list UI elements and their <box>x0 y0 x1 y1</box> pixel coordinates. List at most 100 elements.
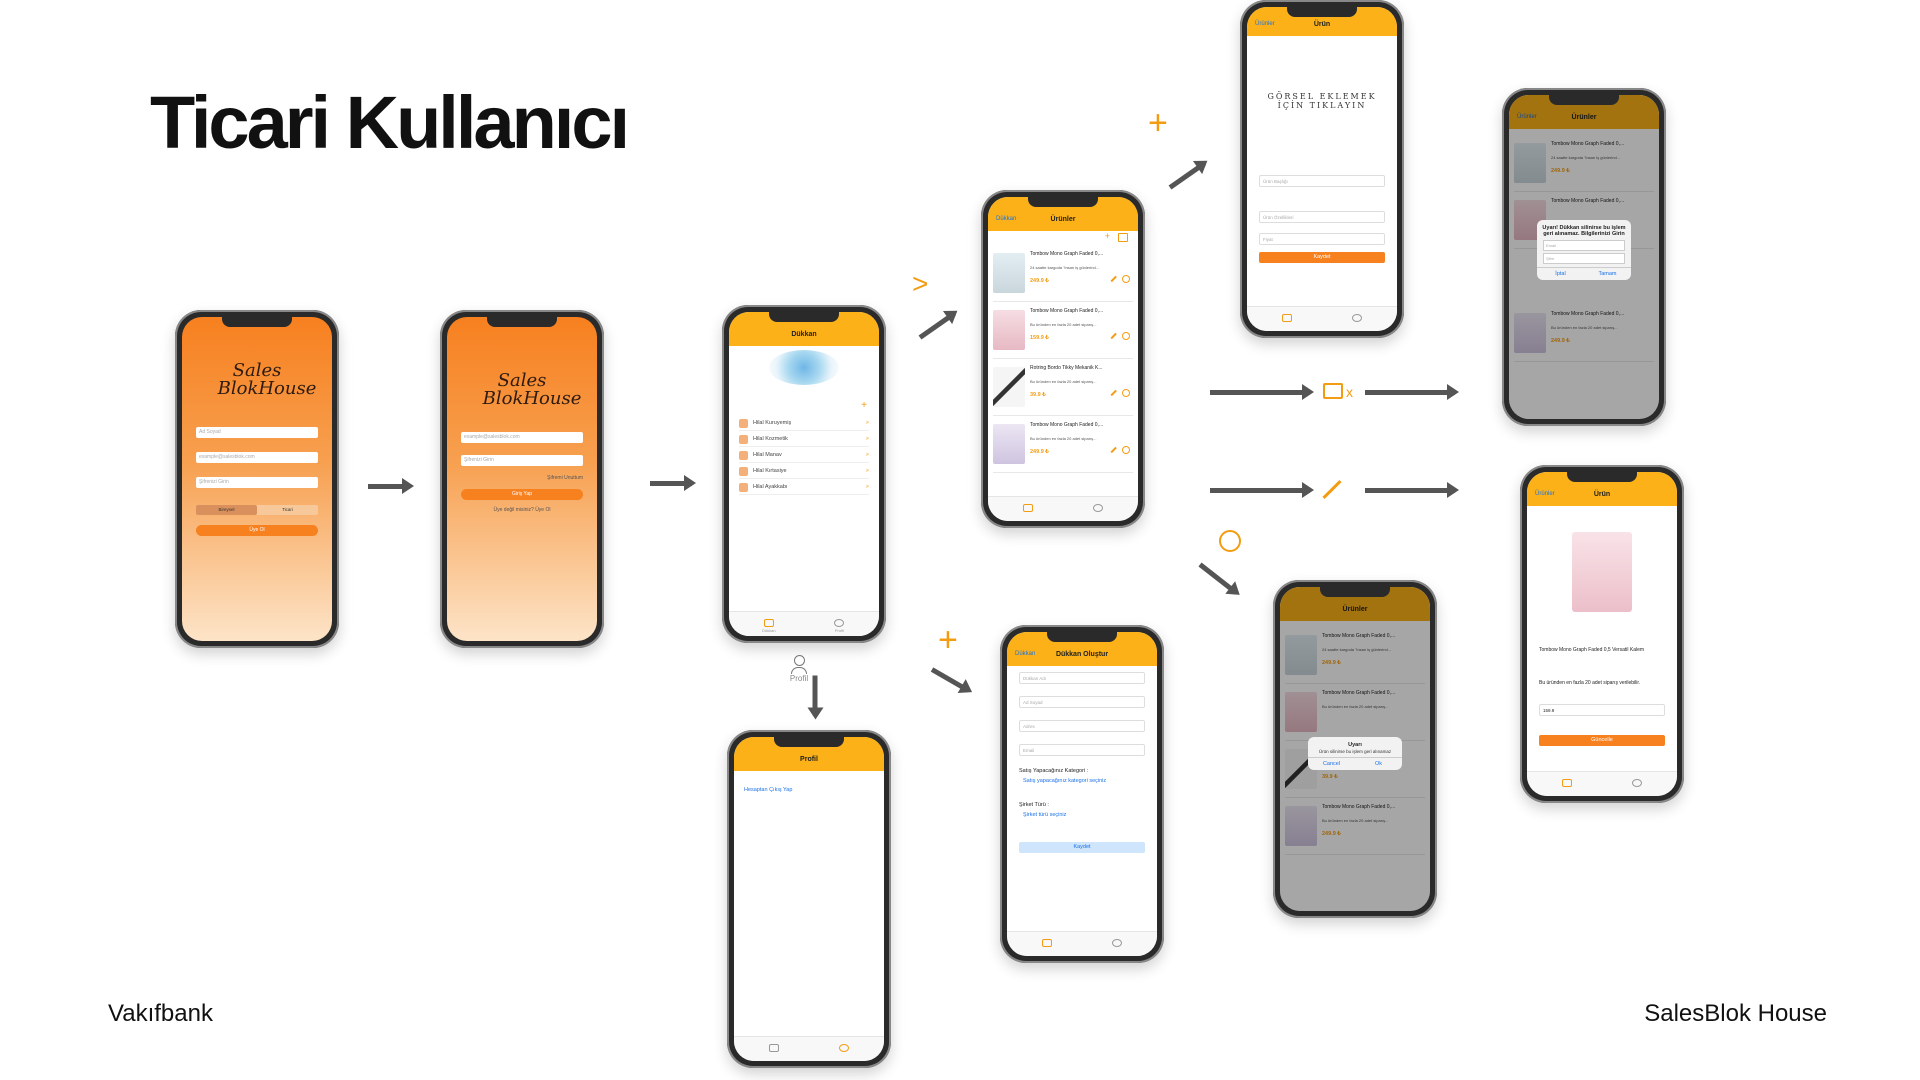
save-button[interactable]: Kaydet <box>1259 252 1385 263</box>
toggle-individual[interactable]: Bireysel <box>196 505 257 515</box>
back-button[interactable]: Dükkan <box>1015 651 1036 657</box>
home-icon[interactable] <box>1023 504 1033 512</box>
home-icon[interactable] <box>1042 939 1052 947</box>
password-field[interactable]: Şifrenizi Girin <box>196 477 318 488</box>
add-product-icon[interactable]: + <box>1104 231 1110 241</box>
edit-icon[interactable] <box>1110 275 1117 282</box>
product-title: Tombow Mono Graph Faded 0,... <box>1030 422 1104 428</box>
product-title-input[interactable]: Ürün Başlığı <box>1259 175 1385 187</box>
profile-icon[interactable] <box>1112 939 1122 947</box>
profile-icon[interactable] <box>834 619 844 627</box>
email-input[interactable]: Email <box>1543 240 1625 251</box>
ok-button[interactable]: Ok <box>1374 761 1383 767</box>
notch <box>1320 587 1390 597</box>
category-select-link[interactable]: Satış yapacağınız kategori seçiniz <box>1023 778 1107 784</box>
home-icon[interactable] <box>769 1044 779 1052</box>
trash-icon[interactable] <box>1122 389 1130 397</box>
trash-icon[interactable] <box>1122 446 1130 454</box>
chevron-right-icon: > <box>912 268 929 299</box>
close-icon: x <box>1346 384 1353 400</box>
product-desc-field[interactable]: Bu üründen en fazla 20 adet siparış veri… <box>1539 680 1641 686</box>
list-item[interactable]: Hilal Manav> <box>739 448 869 463</box>
notch <box>1028 197 1098 207</box>
home-icon[interactable] <box>1562 779 1572 787</box>
address-input[interactable]: Adres <box>1019 720 1145 732</box>
owner-name-input[interactable]: Ad Soyad <box>1019 696 1145 708</box>
arrow-up-right <box>1168 161 1206 190</box>
name-field[interactable]: Ad Soyad <box>196 427 318 438</box>
add-shop-icon[interactable]: + <box>861 400 867 411</box>
store-x-icon <box>1323 383 1343 399</box>
edit-icon[interactable] <box>1110 389 1117 396</box>
list-item[interactable]: Hilal Ayakkabı> <box>739 480 869 495</box>
cancel-button[interactable]: İptal <box>1555 271 1566 277</box>
product-desc: Bu üründen en fazla 20 adet siparış... <box>1322 818 1389 823</box>
product-title-field[interactable]: Tombow Mono Graph Faded 0,5 Versatil Kal… <box>1539 647 1645 653</box>
profile-icon[interactable] <box>839 1044 849 1052</box>
email-field[interactable]: example@salesblok.com <box>461 432 583 443</box>
profile-icon[interactable] <box>1093 504 1103 512</box>
list-item[interactable]: Tombow Mono Graph Faded 0,...Bu üründen … <box>993 416 1133 473</box>
product-features-input[interactable]: Ürün Özellikleri <box>1259 211 1385 223</box>
signup-button[interactable]: Üye Ol <box>196 525 318 536</box>
tab-bar <box>734 1036 884 1061</box>
back-button[interactable]: Dükkan <box>996 216 1017 222</box>
toggle-commercial[interactable]: Ticari <box>282 507 293 512</box>
list-item[interactable]: Hilal Kuruyemiş> <box>739 416 869 431</box>
product-image[interactable] <box>1572 532 1632 612</box>
list-item[interactable]: Tombow Mono Graph Faded 0,...24 saatte k… <box>993 245 1133 302</box>
shop-icon <box>739 467 748 476</box>
trash-icon[interactable] <box>1122 332 1130 340</box>
login-button[interactable]: Giriş Yap <box>461 489 583 500</box>
list-item[interactable]: Hilal Kozmetik> <box>739 432 869 447</box>
shop-list-screen: Dükkan + Hilal Kuruyemiş> Hilal Kozmetik… <box>729 312 879 636</box>
header-title: Dükkan Oluştur <box>1055 651 1109 658</box>
list-item: Tombow Mono Graph Faded 0,...24 saatte k… <box>1285 627 1425 684</box>
back-button[interactable]: Ürünler <box>1535 491 1555 497</box>
password-input[interactable]: Şifre <box>1543 253 1625 264</box>
password-field[interactable]: Şifrenizi Girin <box>461 455 583 466</box>
product-desc: Bu üründen en fazla 20 adet siparış... <box>1551 325 1618 330</box>
price-input[interactable]: Fiyat <box>1259 233 1385 245</box>
edit-icon[interactable] <box>1110 332 1117 339</box>
shop-name-input[interactable]: Dükkan Adı <box>1019 672 1145 684</box>
footer-left: Vakıfbank <box>108 1000 213 1027</box>
footer-right: SalesBlok House <box>1644 1000 1827 1027</box>
company-type-select-link[interactable]: Şirket türü seçiniz <box>1023 812 1067 818</box>
cancel-button[interactable]: Cancel <box>1322 761 1341 767</box>
logo: Sales BlokHouse <box>182 362 332 398</box>
profile-icon[interactable] <box>1632 779 1642 787</box>
edit-icon[interactable] <box>1110 446 1117 453</box>
pencil-icon <box>1322 479 1342 500</box>
product-image <box>993 424 1025 464</box>
signup-prompt[interactable]: Üye değil misiniz? Üye Ol <box>493 507 551 513</box>
email-field[interactable]: example@salesblok.com <box>196 452 318 463</box>
profile-phone: Profil Hesaptan Çıkış Yap <box>727 730 891 1068</box>
home-icon[interactable] <box>1282 314 1292 322</box>
back-button[interactable]: Ürünler <box>1255 21 1275 27</box>
update-button[interactable]: Güncelle <box>1539 735 1665 746</box>
image-upload-area[interactable]: GÖRSEL EKLEMEK İÇİN TIKLAYIN <box>1257 92 1387 110</box>
save-button[interactable]: Kaydet <box>1019 842 1145 853</box>
profile-icon[interactable] <box>1352 314 1362 322</box>
list-item[interactable]: Tombow Mono Graph Faded 0,...Bu üründen … <box>993 302 1133 359</box>
email-input[interactable]: Email <box>1019 744 1145 756</box>
person-body <box>791 667 807 674</box>
trash-icon[interactable] <box>1122 275 1130 283</box>
back-button[interactable]: Ürünler <box>1517 114 1537 120</box>
notch <box>1287 7 1357 17</box>
product-title: Tombow Mono Graph Faded 0,... <box>1322 633 1396 639</box>
arrow-right <box>368 478 414 494</box>
list-item[interactable]: Hilal Kırtasiye> <box>739 464 869 479</box>
list-item[interactable]: Rotring Bordo Tikky Mekanik K...Bu üründ… <box>993 359 1133 416</box>
header-bar: Ürünler Ürün <box>1527 472 1677 506</box>
shop-name: Hilal Kozmetik <box>753 436 788 442</box>
logout-link[interactable]: Hesaptan Çıkış Yap <box>744 787 793 793</box>
store-delete-icon[interactable] <box>1118 233 1128 242</box>
price-input[interactable]: 159.9 <box>1539 704 1665 716</box>
home-icon[interactable] <box>764 619 774 627</box>
arrow-up-right <box>918 311 956 340</box>
account-type-toggle[interactable]: Bireysel Ticari <box>196 505 318 515</box>
confirm-button[interactable]: Tamam <box>1598 271 1617 277</box>
forgot-password-link[interactable]: Şifremi Unuttum <box>547 475 583 481</box>
